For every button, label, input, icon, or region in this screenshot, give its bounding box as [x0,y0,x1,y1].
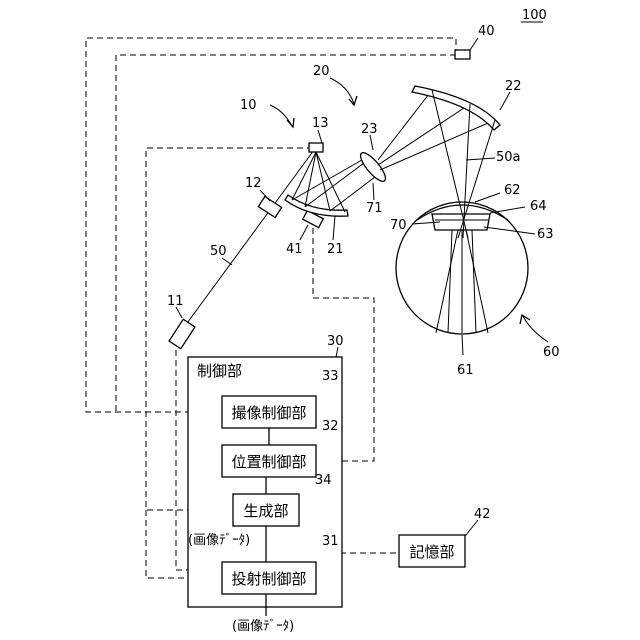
rays-in-eye [436,230,488,333]
label-13: 13 [312,116,329,131]
image-data-label-2: (画像ﾃﾞｰﾀ) [232,619,294,634]
label-70: 70 [390,218,407,233]
arrow-60 [523,316,548,342]
mirror-13 [309,143,323,152]
label-50a: 50a [496,150,521,165]
label-62: 62 [504,183,521,198]
optics [169,50,528,349]
label-64: 64 [530,199,547,214]
label-100: 100 [522,8,547,23]
label-63: 63 [537,227,554,242]
label-10: 10 [240,98,257,113]
camera-40 [455,50,470,59]
storage-label: 記憶部 [409,543,454,561]
label-12: 12 [245,176,262,191]
generation-label: 生成部 [243,502,288,520]
control-section: 制御部 撮像制御部 位置制御部 生成部 (画像ﾃﾞｰﾀ) 投射制御部 (画像ﾃﾞ… [188,357,465,634]
projection-control-label: 投射制御部 [231,570,306,588]
label-32: 32 [322,419,339,434]
lens-23 [357,149,389,184]
label-11: 11 [167,294,184,309]
label-31: 31 [322,534,339,549]
label-22: 22 [505,79,522,94]
label-30: 30 [327,334,344,349]
label-33: 33 [322,369,339,384]
light-source-11 [169,319,195,348]
rays-23-22 [378,90,495,170]
label-20: 20 [313,64,330,79]
image-data-label-1: (画像ﾃﾞｰﾀ) [188,533,250,548]
label-23: 23 [361,122,378,137]
label-21: 21 [327,242,344,257]
label-71: 71 [366,201,383,216]
label-34: 34 [315,473,332,488]
label-50: 50 [210,244,227,259]
position-control-label: 位置制御部 [231,453,306,471]
label-42: 42 [474,507,491,522]
imaging-control-label: 撮像制御部 [231,404,306,422]
mirror-22 [412,86,500,130]
label-40: 40 [478,24,495,39]
label-60: 60 [543,345,560,360]
label-61: 61 [457,363,474,378]
label-41: 41 [286,242,303,257]
control-title: 制御部 [197,362,242,380]
